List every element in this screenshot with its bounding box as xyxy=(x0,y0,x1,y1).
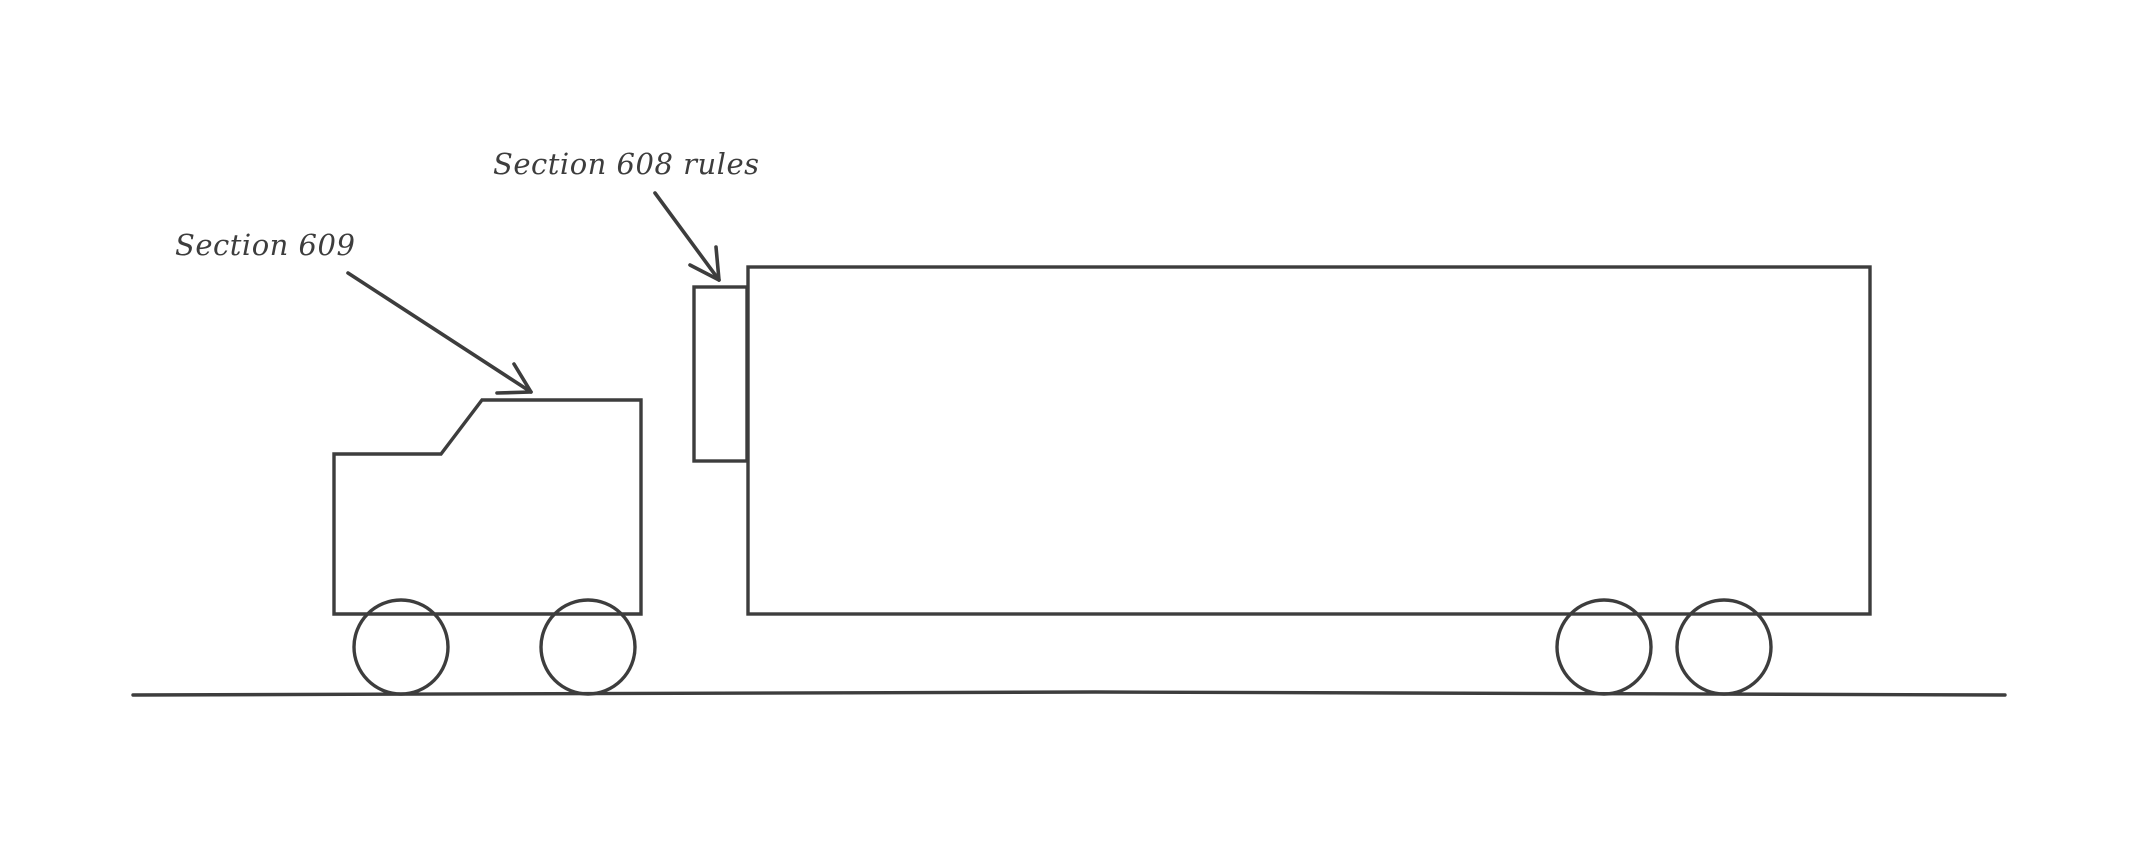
refrigeration-unit xyxy=(692,285,749,463)
cab-annotation-arrow xyxy=(346,271,533,395)
refrigeration-section-label: Section 608 rules xyxy=(493,147,759,181)
refrigeration-annotation-arrow xyxy=(653,191,721,282)
cab-rear-wheel xyxy=(539,598,637,696)
trailer-rear-wheel xyxy=(1675,598,1773,696)
cab-front-wheel xyxy=(352,598,450,696)
cab-section-label: Section 609 xyxy=(175,228,355,262)
truck-cab xyxy=(332,398,643,616)
trailer-front-wheel xyxy=(1555,598,1653,696)
trailer-box xyxy=(746,265,1872,616)
ground-line xyxy=(131,690,2007,697)
